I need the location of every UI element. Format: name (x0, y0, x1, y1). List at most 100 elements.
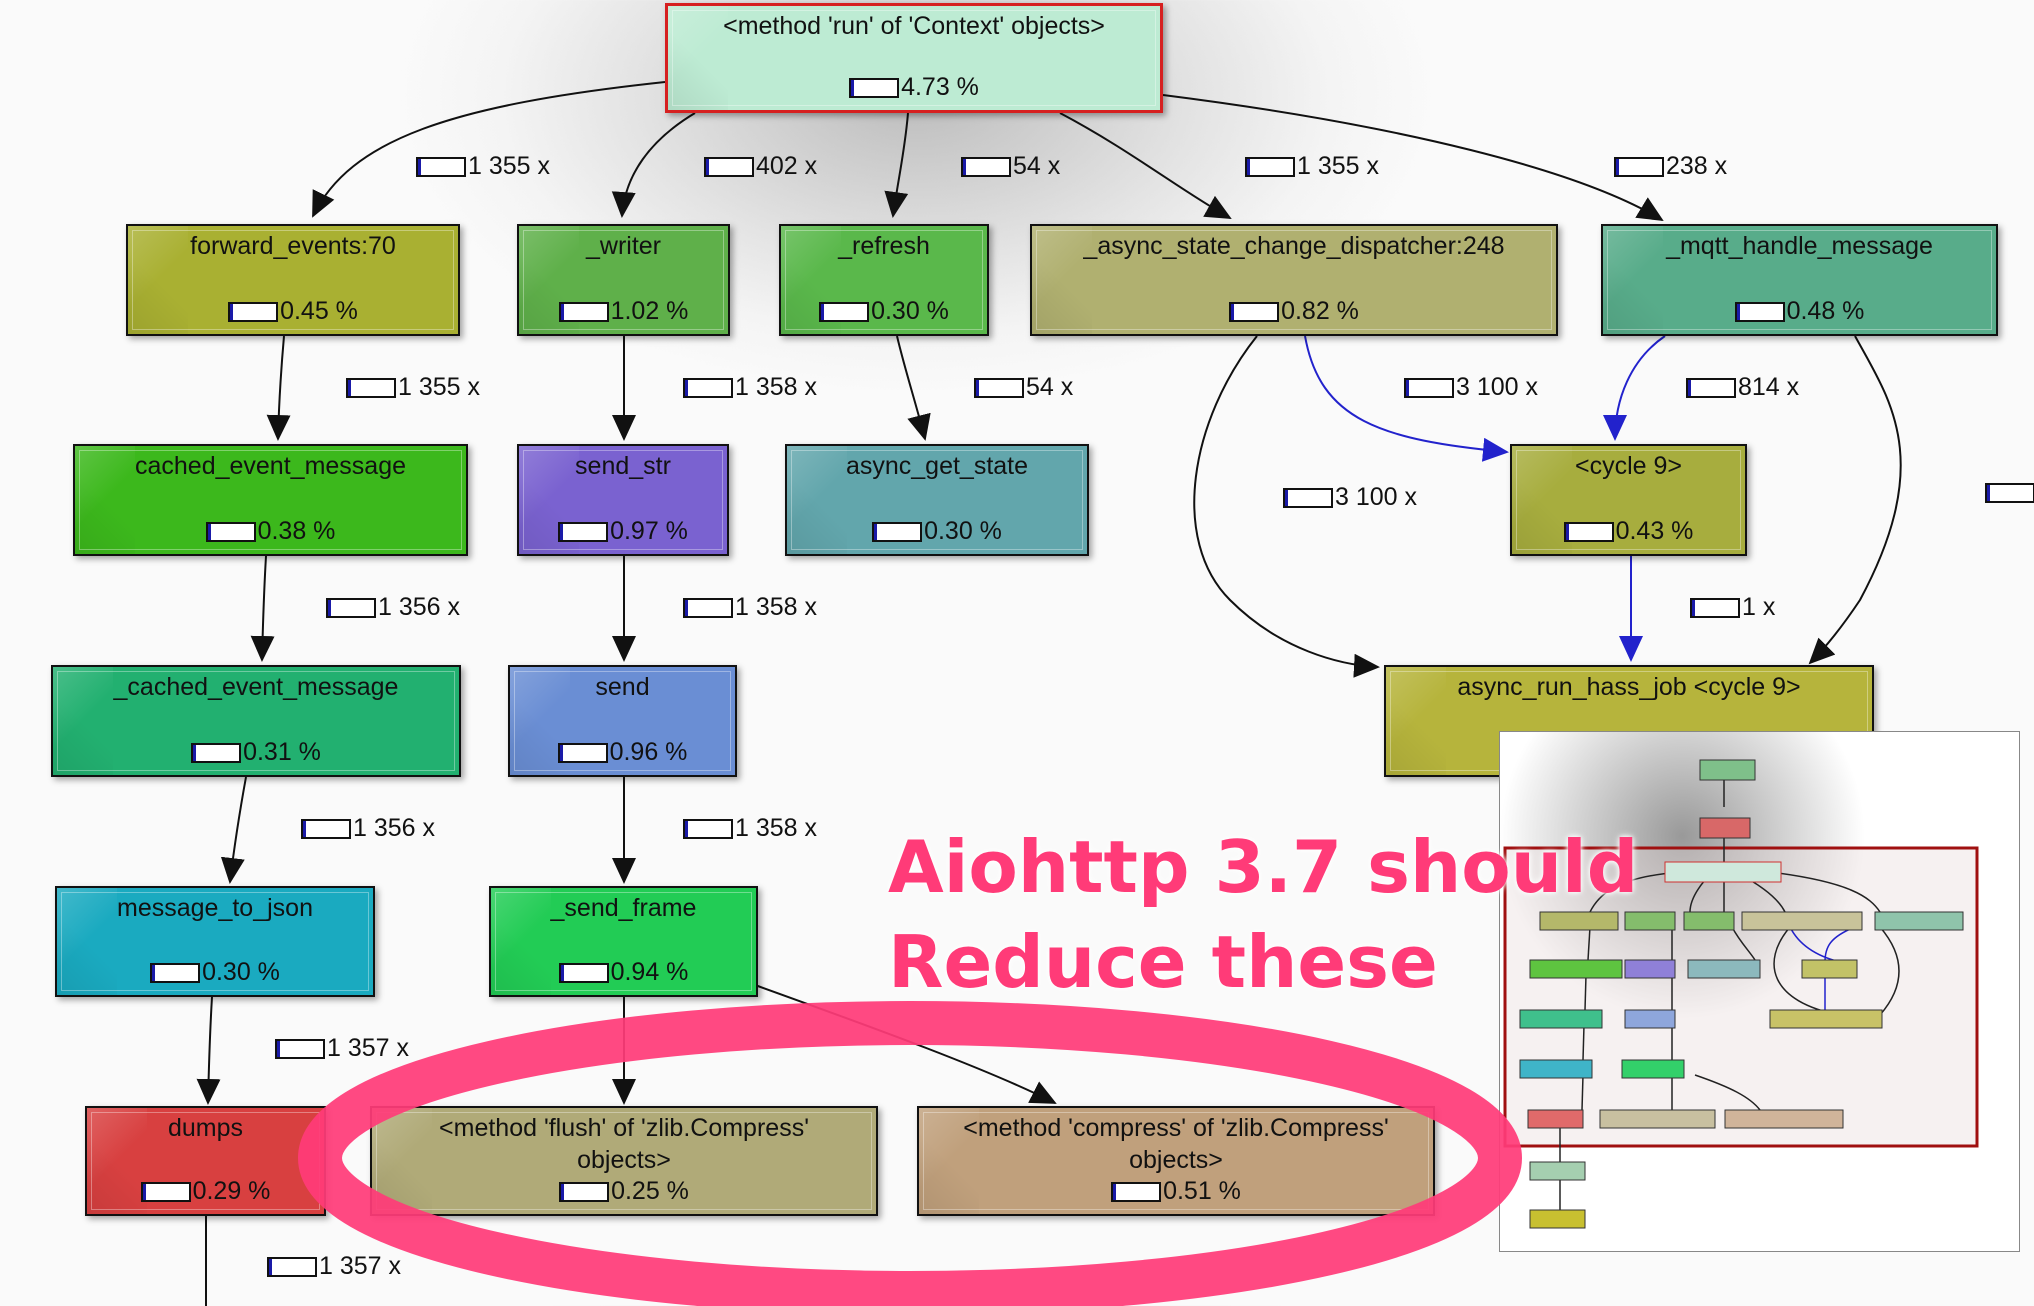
annotation-line-2: Reduce these (888, 920, 1438, 1004)
node-percent: 0.97 % (519, 517, 727, 546)
node-percent: 0.51 % (919, 1177, 1433, 1206)
cost-bar-icon (140, 1181, 191, 1202)
cost-bar-icon (558, 301, 609, 322)
cost-bar-icon (191, 742, 242, 763)
node-cycle-9[interactable]: <cycle 9> 0.43 % (1510, 444, 1747, 556)
node-percent: 0.30 % (787, 517, 1087, 546)
cost-bar-icon (1690, 597, 1740, 618)
annotation-text: Aiohttp 3.7 should Reduce these (888, 820, 1638, 1010)
edge-run-forward (312, 81, 666, 218)
cost-bar-icon (1229, 301, 1280, 322)
cost-bar-icon (346, 377, 396, 398)
cost-bar-icon (683, 597, 733, 618)
call-count (1985, 483, 2034, 503)
cost-bar-icon (1563, 521, 1614, 542)
cost-bar-icon (558, 521, 609, 542)
chevron-icon (1386, 667, 1446, 775)
node-label: <method 'run' of 'Context' objects> (723, 12, 1105, 40)
node-message-to-json[interactable]: message_to_json 0.30 % (55, 886, 375, 997)
edge-run-writer (611, 112, 696, 218)
edge-async-hass (1193, 335, 1380, 678)
cost-bar-icon (267, 1256, 317, 1277)
minimap-viewport[interactable] (1503, 846, 1979, 1148)
call-count: 1 356 x (301, 814, 435, 843)
chevron-icon (491, 888, 551, 995)
chevron-icon (57, 888, 117, 995)
node-writer[interactable]: _writer 1.02 % (517, 224, 730, 336)
chevron-icon (1512, 446, 1572, 554)
edge-mqtt-hass (1808, 335, 1902, 665)
cost-bar-icon (1283, 487, 1333, 508)
node-percent: 0.31 % (53, 738, 459, 767)
node-send-str[interactable]: send_str 0.97 % (517, 444, 729, 556)
call-count: 1 356 x (326, 593, 460, 622)
node-context-run[interactable]: <method 'run' of 'Context' objects> 4.73… (665, 3, 1163, 113)
node-dumps[interactable]: dumps 0.29 % (85, 1106, 326, 1216)
call-count: 1 358 x (683, 373, 817, 402)
call-count: 814 x (1686, 373, 1799, 402)
node-label: _async_state_change_dispatcher:248 (1083, 232, 1505, 260)
cost-bar-icon (1734, 301, 1785, 322)
node-percent: 0.38 % (75, 517, 466, 546)
cost-bar-icon (1111, 1181, 1162, 1202)
cost-bar-icon (872, 521, 923, 542)
cost-bar-icon (275, 1038, 325, 1059)
node-label: <cycle 9> (1574, 452, 1682, 480)
overview-minimap[interactable] (1499, 731, 2020, 1252)
cost-bar-icon (974, 377, 1024, 398)
cost-bar-icon (1245, 156, 1295, 177)
node-zlib-flush[interactable]: <method 'flush' of 'zlib.Compress' objec… (370, 1106, 878, 1216)
node-label: <method 'flush' of 'zlib.Compress' objec… (439, 1114, 809, 1174)
node-label: async_run_hass_job <cycle 9> (1457, 673, 1801, 701)
call-count: 54 x (961, 152, 1060, 181)
cost-bar-icon (1985, 483, 2034, 503)
node-refresh[interactable]: _refresh 0.30 % (779, 224, 989, 336)
node-async-state-change-dispatcher[interactable]: _async_state_change_dispatcher:248 0.82 … (1030, 224, 1558, 336)
node-mqtt-handle-message[interactable]: _mqtt_handle_message 0.48 % (1601, 224, 1998, 336)
node-cached-event-message[interactable]: cached_event_message 0.38 % (73, 444, 468, 556)
edge-forward-cached (266, 335, 291, 441)
annotation-line-1: Aiohttp 3.7 should (888, 825, 1639, 909)
cost-bar-icon (301, 818, 351, 839)
node-label: _mqtt_handle_message (1666, 232, 1933, 260)
call-count: 3 100 x (1404, 373, 1538, 402)
node-percent: 0.30 % (57, 958, 373, 987)
node-percent: 0.94 % (491, 958, 756, 987)
cost-bar-icon (1686, 377, 1736, 398)
node-label: async_get_state (845, 452, 1029, 480)
cost-bar-icon (849, 77, 900, 98)
node-percent: 4.73 % (668, 73, 1160, 102)
node-label: message_to_json (117, 894, 313, 922)
cost-bar-icon (558, 962, 609, 983)
chevron-icon (1032, 226, 1092, 334)
edge-cached2-msgjson (220, 776, 247, 884)
edge-run-mqtt (1162, 94, 1664, 222)
node-send[interactable]: send 0.96 % (508, 665, 737, 777)
chevron-icon (668, 6, 728, 110)
chevron-icon (128, 226, 188, 334)
cost-bar-icon (704, 156, 754, 177)
cost-bar-icon (228, 301, 279, 322)
call-count: 1 355 x (346, 373, 480, 402)
node-forward-events[interactable]: forward_events:70 0.45 % (126, 224, 460, 336)
cost-bar-icon (150, 962, 201, 983)
call-count: 54 x (974, 373, 1073, 402)
node-percent: 0.48 % (1603, 297, 1996, 326)
edge-cached-cached2 (250, 555, 275, 662)
chevron-icon (1603, 226, 1663, 334)
node-label: _cached_event_message (113, 673, 399, 701)
node-label: _refresh (838, 232, 930, 260)
chevron-icon (87, 1108, 147, 1214)
node-send-frame[interactable]: _send_frame 0.94 % (489, 886, 758, 997)
node-private-cached-event-message[interactable]: _cached_event_message 0.31 % (51, 665, 461, 777)
call-count: 1 355 x (1245, 152, 1379, 181)
node-label: forward_events:70 (190, 232, 396, 260)
cost-bar-icon (557, 742, 608, 763)
node-async-get-state[interactable]: async_get_state 0.30 % (785, 444, 1089, 556)
edge-run-refresh (884, 112, 909, 218)
node-label: _writer (585, 232, 661, 260)
node-zlib-compress[interactable]: <method 'compress' of 'zlib.Compress' ob… (917, 1106, 1435, 1216)
cost-bar-icon (683, 818, 733, 839)
call-count: 3 100 x (1283, 483, 1417, 512)
call-count: 1 357 x (267, 1252, 401, 1281)
